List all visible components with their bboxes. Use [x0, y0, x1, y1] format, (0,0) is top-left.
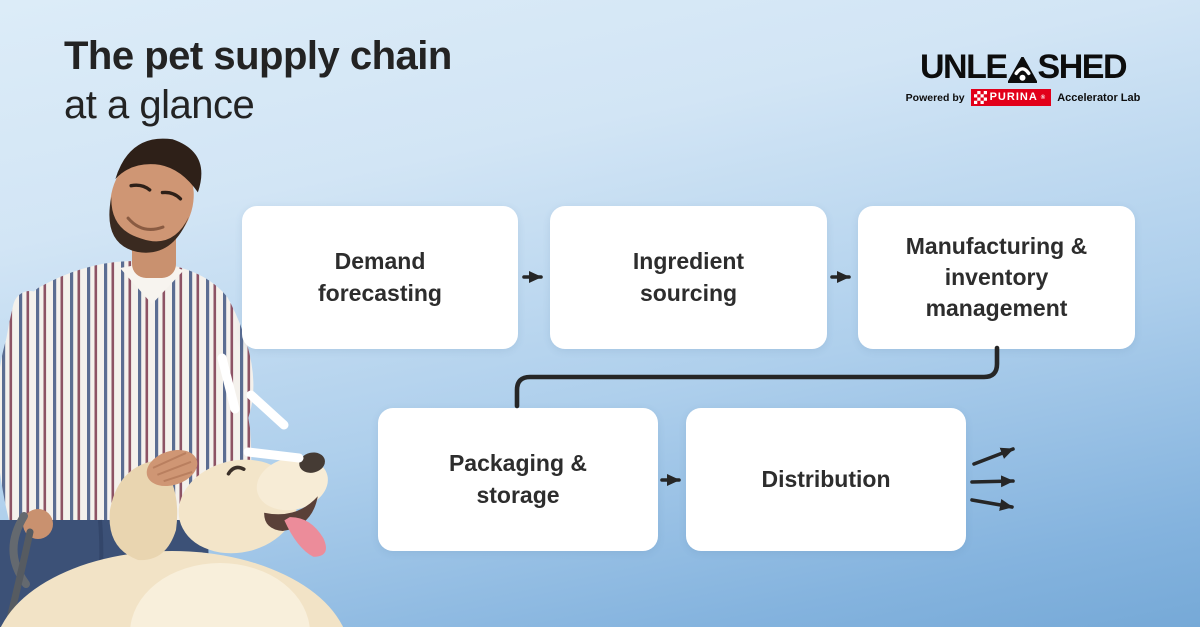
- purina-logo: PURINA®: [970, 89, 1052, 106]
- man-petting-dog-photo: [0, 138, 344, 627]
- flow-step-distribution: Distribution: [686, 408, 966, 551]
- connector-manufacturing-to-packaging: [514, 345, 1000, 409]
- logo-tagline: Powered by PURINA® Accelerator Lab: [903, 89, 1143, 106]
- arrow-distribution-out-bottom: [970, 498, 1014, 511]
- flow-step-label: Packaging & storage: [448, 450, 588, 508]
- flow-step-demand-forecasting: Demand forecasting: [242, 206, 518, 349]
- accelerator-lab-label: Accelerator Lab: [1057, 91, 1141, 104]
- flow-step-packaging-storage: Packaging & storage: [378, 408, 658, 551]
- flow-step-label: Manufacturing & inventory management: [905, 232, 1088, 322]
- unleashed-logo: UNLE SHED Powered by: [903, 50, 1143, 106]
- flow-step-ingredient-sourcing: Ingredient sourcing: [550, 206, 827, 349]
- page-title: The pet supply chain at a glance: [64, 32, 452, 130]
- wordmark-left-text: UNLE: [919, 48, 1008, 86]
- arrow-distribution-out-top: [972, 447, 1015, 466]
- title-line-1: The pet supply chain: [64, 34, 452, 78]
- purina-label: PURINA: [989, 91, 1038, 103]
- powered-by-label: Powered by: [905, 91, 965, 104]
- wordmark-right-text: SHED: [1037, 48, 1128, 86]
- unleashed-wordmark: UNLE SHED: [903, 50, 1143, 84]
- dog-nose-a-icon: [1007, 57, 1037, 83]
- flow-step-manufacturing-inventory: Manufacturing & inventory management: [858, 206, 1135, 349]
- flow-step-label: Demand forecasting: [318, 248, 442, 306]
- title-line-2: at a glance: [64, 82, 255, 127]
- purina-checkerboard-icon: [973, 91, 987, 104]
- arrow-distribution-out-middle: [970, 475, 1015, 488]
- sparkle-strokes-icon: [217, 353, 304, 463]
- flow-step-label: Distribution: [761, 465, 891, 492]
- flow-step-label: Ingredient sourcing: [632, 248, 745, 306]
